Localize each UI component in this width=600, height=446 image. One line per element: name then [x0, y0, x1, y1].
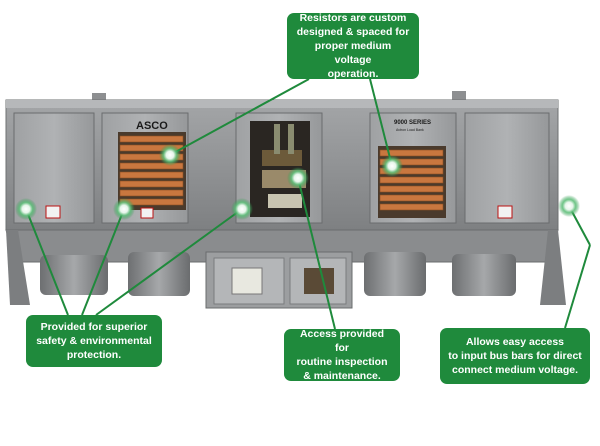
- control-component: [262, 150, 302, 166]
- highlight-dot: [558, 195, 580, 217]
- highlight-dots: [15, 144, 580, 220]
- brand-logo: ASCO: [136, 120, 168, 132]
- resistor-coils: [119, 135, 184, 206]
- callout-bus-bars: Allows easy access to input bus bars for…: [440, 328, 590, 384]
- callout-resistors: Resistors are custom designed & spaced f…: [287, 12, 419, 80]
- resistor-coils: [379, 149, 444, 211]
- leader-lines: [25, 78, 591, 330]
- intake-fan: [128, 252, 190, 296]
- intake-fan: [452, 254, 516, 296]
- highlight-dot: [159, 144, 181, 166]
- cabinet-top-rim: [6, 100, 558, 108]
- series-label: 9000 SERIES: [394, 120, 431, 126]
- warning-label: [497, 205, 513, 219]
- lift-lug: [92, 93, 106, 102]
- bus-bar: [288, 124, 294, 154]
- series-sublabel: Avtron Load Bank: [396, 128, 424, 132]
- callout-safety: Provided for superior safety & environme…: [26, 315, 162, 367]
- warning-label: [140, 207, 154, 219]
- breaker: [231, 267, 263, 295]
- highlight-dot: [15, 198, 37, 220]
- lift-lug: [452, 91, 466, 101]
- control-component: [268, 194, 302, 208]
- highlight-dot: [287, 167, 309, 189]
- highlight-dot: [113, 198, 135, 220]
- base-frame: [540, 230, 566, 305]
- callout-access: Access provided for routine inspection &…: [284, 328, 400, 382]
- highlight-dot: [231, 198, 253, 220]
- bus-bar: [274, 124, 280, 154]
- intake-fan: [364, 252, 426, 296]
- resistor-window: [118, 132, 186, 210]
- terminal-block: [304, 268, 334, 294]
- door-panel: [464, 112, 550, 224]
- base-frame: [6, 230, 30, 305]
- highlight-dot: [381, 155, 403, 177]
- warning-label: [45, 205, 61, 219]
